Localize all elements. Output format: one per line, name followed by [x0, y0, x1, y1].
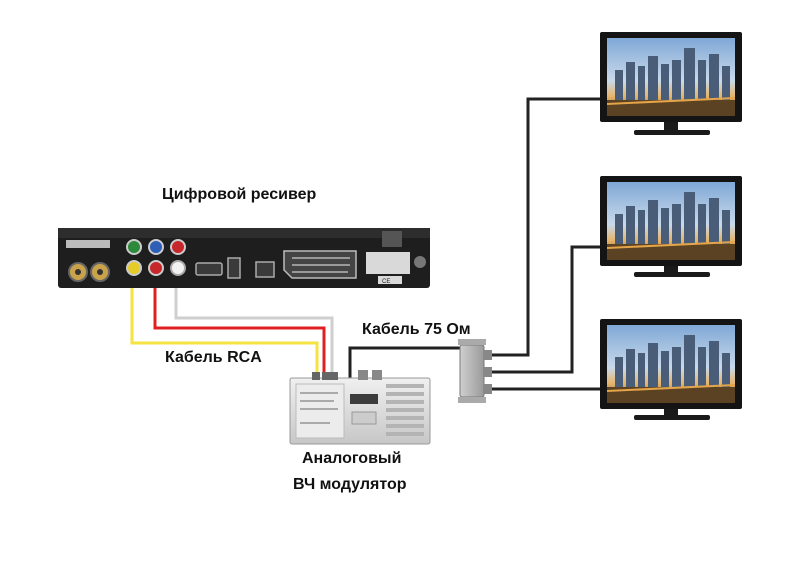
rca-yellow-wire — [130, 283, 319, 380]
power-connector — [382, 231, 402, 247]
usb-port — [227, 257, 241, 279]
coax-splitter-to-tv2 — [492, 245, 602, 374]
coax-splitter-to-tv1 — [486, 97, 602, 357]
rca-white-wire — [174, 283, 334, 380]
coax-cable-label: Кабель 75 Ом — [362, 321, 471, 338]
receiver-label: Цифровой ресивер — [162, 186, 317, 203]
coax-splitter — [458, 339, 492, 403]
rca-red-wire — [153, 283, 326, 380]
rf-connectors — [68, 262, 110, 282]
tv-1 — [600, 32, 742, 135]
tv-2 — [600, 176, 742, 277]
digital-receiver: CE — [58, 228, 430, 288]
hdmi-port — [195, 262, 223, 276]
rating-sticker — [366, 252, 410, 274]
rca-cable — [130, 283, 334, 380]
rf-modulator — [289, 370, 431, 445]
tv-3 — [600, 319, 742, 420]
modulator-label-line2: ВЧ модулятор — [293, 476, 407, 493]
ethernet-port — [255, 261, 275, 278]
scart-port — [283, 250, 357, 279]
sticker-text: CE — [382, 279, 390, 285]
modulator-label-line1: Аналоговый — [302, 450, 402, 467]
rca-jacks — [126, 239, 186, 276]
rca-cable-label: Кабель RCA — [165, 349, 262, 366]
